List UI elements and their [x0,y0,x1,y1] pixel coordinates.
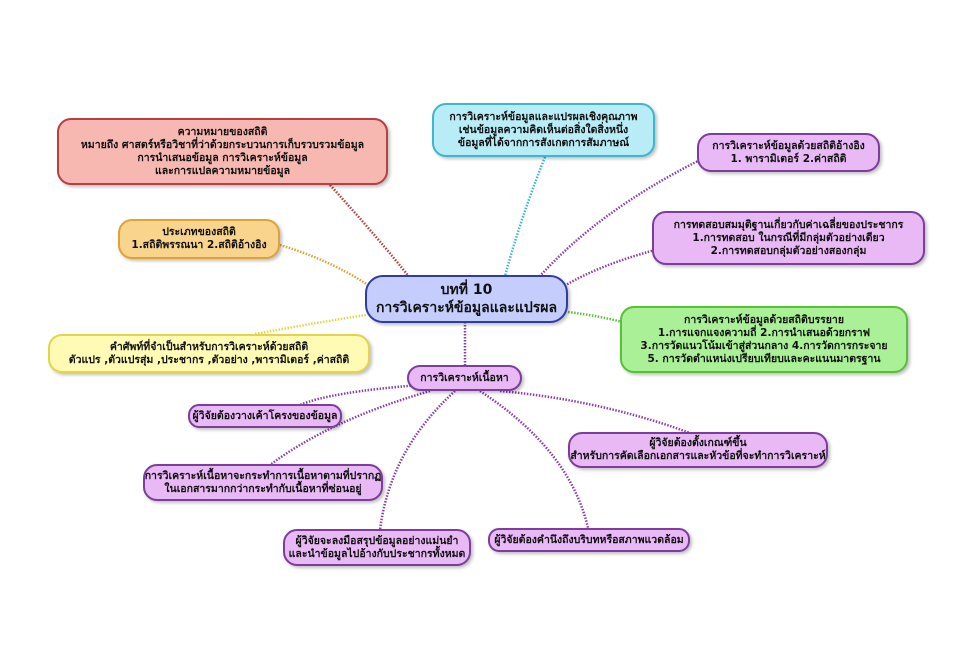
edge-content-4 [378,390,456,531]
edge-qualitative [503,156,547,277]
node-hypothesis-testing[interactable]: การทดสอบสมมุติฐานเกี่ยวกับค่าเฉลี่ยของปร… [652,211,925,265]
node-text: การทดสอบสมมุติฐานเกี่ยวกับค่าเฉลี่ยของปร… [673,218,904,231]
edge-inferential [539,158,701,277]
node-text: ความหมายของสถิติ [177,125,268,138]
node-text: 1. พารามิเตอร์ 2.ค่าสถิติ [730,152,847,165]
node-text: และการแปลความหมายข้อมูล [154,164,291,177]
edge-terms [254,313,367,336]
content-item-5[interactable]: ผู้วิจัยต้องคำนึงถึงบริบทหรือสภาพแวดล้อม [488,528,690,552]
edge-content-2 [269,389,431,467]
center-subtitle: การวิเคราะห์ข้อมูลและแปรผล [375,300,558,316]
node-text: การวิเคราะห์เนื้อหาจะกระทำการเนื้อหาตามท… [144,469,382,482]
node-text: คำศัพท์ที่จำเป็นสำหรับการวิเคราะห์ด้วยสถ… [109,340,309,353]
node-text: 1.การทดสอบ ในกรณีที่มีกลุ่มตัวอย่างเดียว [692,231,885,244]
node-text: หมายถึง ศาสตร์หรือวิชาที่ว่าด้วยกระบวนกา… [80,138,365,151]
edge-meaning [329,184,411,279]
edge-descriptive [567,310,623,324]
node-text: เช่นข้อมูลความคิดเห็นต่อสิ่งใดสิ่งหนึ่ง [458,123,629,136]
content-item-2[interactable]: การวิเคราะห์เนื้อหาจะกระทำการเนื้อหาตามท… [143,464,383,501]
node-qualitative-analysis[interactable]: การวิเคราะห์ข้อมูลและแปรผลเชิงคุณภาพ เช่… [432,103,655,157]
center-title: บทที่ 10 [440,282,493,298]
node-key-terms[interactable]: คำศัพท์ที่จำเป็นสำหรับการวิเคราะห์ด้วยสถ… [48,334,370,373]
edge-content-1 [299,383,421,407]
node-text: 3.การวัดแนวโน้มเข้าสู่ส่วนกลาง 4.การวัดก… [640,339,888,352]
center-topic[interactable]: บทที่ 10 การวิเคราะห์ข้อมูลและแปรผล [365,275,568,323]
node-text: การนำเสนอข้อมูล การวิเคราะห์ข้อมูล [137,151,308,164]
edge-content-5 [479,389,590,529]
node-text: ตัวแปร ,ตัวแปรสุ่ม ,ประชากร ,ตัวอย่าง ,พ… [68,353,350,366]
node-text: การวิเคราะห์ข้อมูลและแปรผลเชิงคุณภาพ [449,110,638,123]
node-text: ในเอกสารมากกว่ากระทำกับเนื้อหาที่ซ่อนอยู… [164,482,362,495]
node-meaning-of-statistics[interactable]: ความหมายของสถิติ หมายถึง ศาสตร์หรือวิชาท… [57,118,388,185]
node-text: การวิเคราะห์ข้อมูลด้วยสถิติบรรยาย [684,313,844,326]
node-text: 1.การแจกแจงความถี่ 2.การนำเสนอด้วยกราฟ [657,326,871,339]
node-text: สำหรับการคัดเลือกเอกสารและหัวข้อที่จะทำก… [570,450,826,462]
node-inferential-statistics[interactable]: การวิเคราะห์ข้อมูลด้วยสถิติอ้างอิง 1. พา… [697,133,880,172]
node-text: การวิเคราะห์เนื้อหา [420,371,509,384]
content-item-1[interactable]: ผู้วิจัยต้องวางเค้าโครงของข้อมูล [188,404,342,428]
node-text: ประเภทของสถิติ [162,226,236,238]
node-descriptive-statistics[interactable]: การวิเคราะห์ข้อมูลด้วยสถิติบรรยาย 1.การแ… [620,306,908,373]
node-content-analysis[interactable]: การวิเคราะห์เนื้อหา [407,365,522,391]
node-text: ข้อมูลที่ได้จากการสังเกตการสัมภาษณ์ [457,136,630,149]
node-text: 1.สถิติพรรณนา 2.สถิติอ้างอิง [131,239,267,251]
edge-content-3 [499,389,691,435]
node-text: 5. การวัดตำแหน่งเปรียบเทียบและคะแนนมาตรฐ… [647,352,881,365]
edge-types [279,243,369,287]
node-text: 2.การทดสอบกลุ่มตัวอย่างสองกลุ่ม [710,244,867,257]
content-item-4[interactable]: ผู้วิจัยจะลงมือสรุปข้อมูลอย่างแม่นยำ และ… [283,529,471,566]
edge-hypothesis [565,248,656,287]
node-text: การวิเคราะห์ข้อมูลด้วยสถิติอ้างอิง [712,139,865,152]
node-text: ผู้วิจัยต้องคำนึงถึงบริบทหรือสภาพแวดล้อม [494,533,684,546]
node-text: ผู้วิจัยต้องตั้งเกณฑ์ขึ้น [649,437,747,449]
content-item-3[interactable]: ผู้วิจัยต้องตั้งเกณฑ์ขึ้น สำหรับการคัดเล… [568,432,828,468]
node-types-of-statistics[interactable]: ประเภทของสถิติ 1.สถิติพรรณนา 2.สถิติอ้าง… [118,219,280,259]
node-text: และนำข้อมูลไปอ้างกับประชากรทั้งหมด [288,547,466,560]
node-text: ผู้วิจัยจะลงมือสรุปข้อมูลอย่างแม่นยำ [295,534,459,547]
node-text: ผู้วิจัยต้องวางเค้าโครงของข้อมูล [192,409,338,422]
